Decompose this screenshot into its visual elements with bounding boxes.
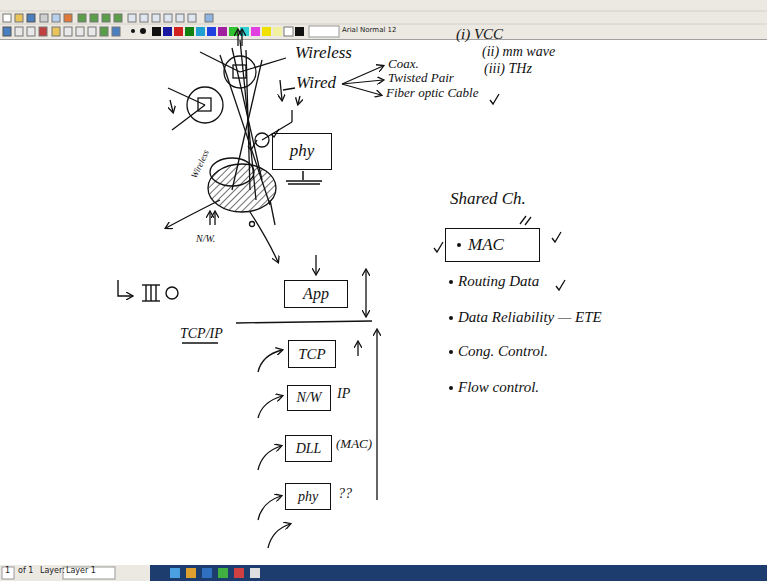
note-text: Wireless (190, 149, 212, 181)
box-label: N/W (297, 390, 322, 405)
mac-box: MAC (445, 228, 540, 262)
box-label: App (303, 285, 329, 303)
ui-text: of 1 (18, 567, 33, 576)
note-text: Twisted Pair (388, 71, 454, 85)
note-text: Data Reliability — ETE (458, 309, 602, 326)
note-text: Fiber optic Cable (386, 86, 478, 100)
check-marks (248, 94, 565, 290)
note-text: (ii) mm wave (482, 44, 555, 59)
ui-text: Layer: (40, 567, 65, 576)
note-text: Routing Data (458, 273, 539, 290)
network-sketch (166, 30, 300, 262)
note-text: Shared Ch. (450, 190, 526, 209)
taskbar-icons (170, 568, 260, 578)
note-text: ?? (338, 486, 352, 501)
box-label: MAC (468, 236, 504, 255)
toolbar (0, 0, 767, 40)
note-text: TCP/IP (180, 326, 223, 341)
note-text: Wired (296, 74, 336, 93)
ui-text: Arial Normal 12 (342, 27, 397, 35)
note-text: Cong. Control. (458, 343, 548, 360)
toolbar-icons (3, 14, 339, 37)
layer-box: phy (285, 483, 331, 510)
taskbar (150, 565, 767, 581)
note-text: Coax. (388, 57, 419, 71)
note-text: (i) VCC (456, 26, 503, 43)
stack-arrows (182, 255, 377, 548)
layer-box: N/W (287, 385, 331, 411)
layer-box: App (284, 280, 348, 308)
queue-sketch (118, 280, 178, 301)
box-label: DLL (296, 441, 322, 456)
note-text: (iii) THz (484, 61, 532, 76)
ui-text: Layer 1 (66, 567, 96, 576)
box-label: phy (298, 489, 318, 504)
status-bar (0, 565, 767, 581)
ui-text: 1 (5, 567, 10, 576)
note-text: N/W. (196, 233, 215, 244)
note-text: IP (337, 386, 350, 401)
physical-box: phy (272, 133, 332, 170)
box-label: phy (290, 142, 315, 161)
note-text: (MAC) (336, 437, 372, 451)
layer-box: DLL (285, 435, 332, 462)
monitor-stand (286, 171, 322, 184)
note-text: Wireless (295, 44, 352, 63)
note-text: Flow control. (458, 379, 539, 396)
box-label: TCP (298, 346, 326, 363)
layer-box: TCP (288, 340, 336, 368)
branch-arrows (342, 66, 383, 95)
